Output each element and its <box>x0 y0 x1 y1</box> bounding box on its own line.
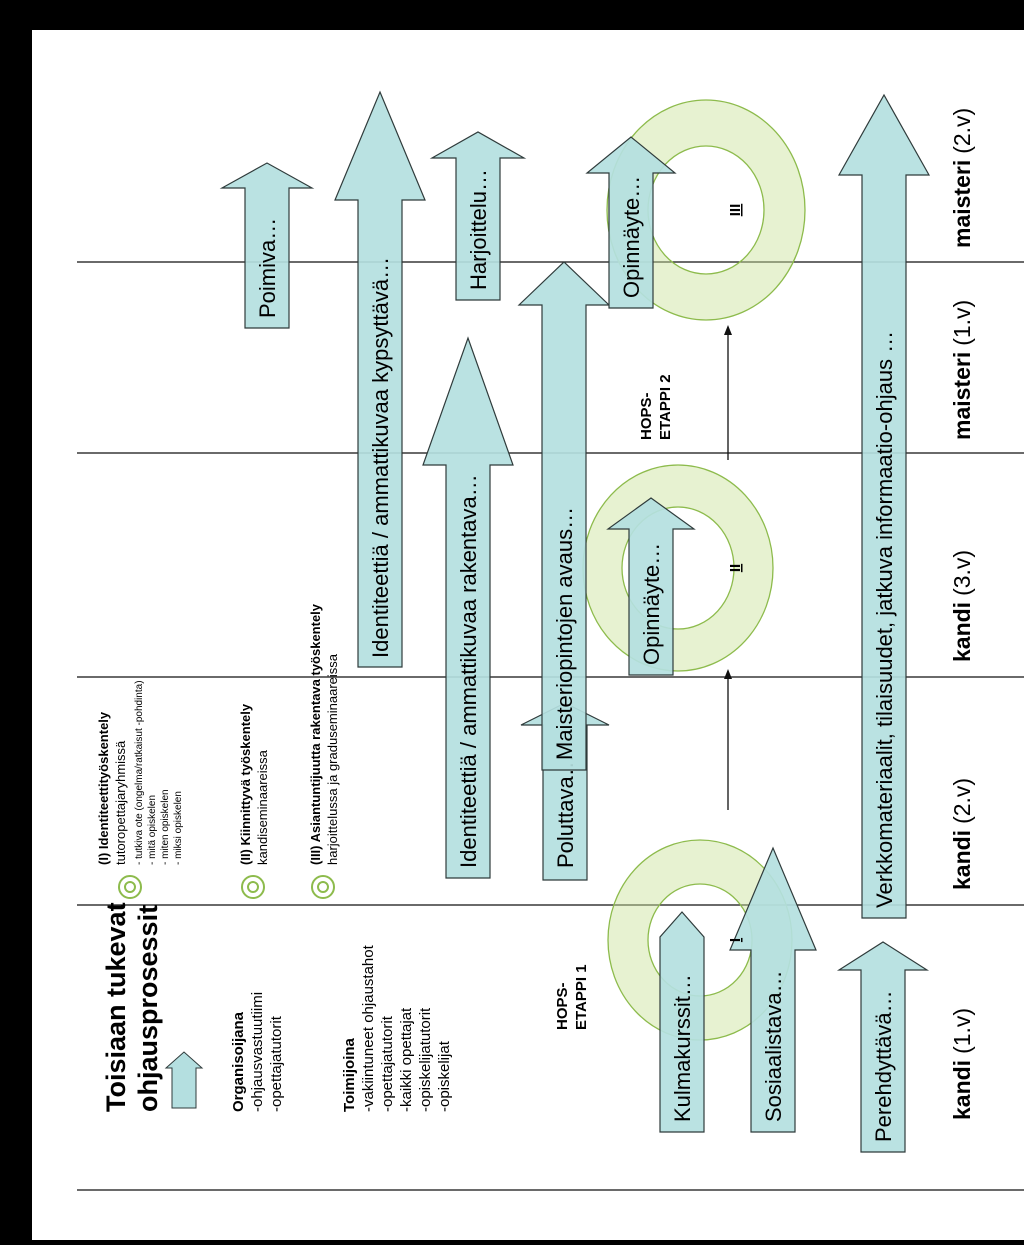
work-type-title-1: (I) Identiteettityöskentely <box>96 711 111 865</box>
process-arrow: Perehdyttävä… <box>836 941 930 1153</box>
legend-arrow-icon <box>164 1051 204 1109</box>
phase-label-2-name: kandi <box>949 830 975 890</box>
work-type-line: kandiseminaareissa <box>255 749 270 865</box>
process-arrow: Verkkomateriaalit, tilaisuudet, jatkuva … <box>837 93 931 919</box>
process-arrow: Opinnäyte… <box>606 497 696 676</box>
process-arrow-label: Poimiva… <box>255 218 280 318</box>
connector-arrowhead <box>724 669 732 679</box>
process-arrow-shape <box>585 136 677 309</box>
process-arrow: Identiteettiä / ammattikuvaa kypsyttävä… <box>334 90 426 668</box>
process-arrow-shape <box>836 941 930 1153</box>
phase-label-2: kandi (2.v) <box>949 778 975 890</box>
process-arrow-label: Opinnäyte… <box>619 176 644 298</box>
process-arrow-shape <box>334 90 426 668</box>
hops-label-1-line1: HOPS- <box>554 982 571 1030</box>
rotated-diagram: Kulmakurssit… Sosiaalistava… Perehdyttävä…… <box>77 90 1024 1191</box>
process-arrow-shape <box>517 261 611 771</box>
phase-label-4: maisteri (1.v) <box>949 300 975 440</box>
work-type-title-3: (III) Asiantuntijuutta rakentava työsken… <box>308 603 323 865</box>
ring-label-3: III <box>727 204 744 217</box>
work-type-line: - tutkiva ote (ongelma/ratkaisut -pohdin… <box>134 680 145 865</box>
process-arrow: Kulmakurssit… <box>659 911 705 1133</box>
actors-item: -vakiintuneet ohjaustahot <box>360 944 377 1112</box>
work-type-title-2: (II) Kiinnittyvä työskentely <box>238 703 253 865</box>
hops-labels: HOPS- ETAPPI 1 HOPS- ETAPPI 2 <box>554 374 674 1030</box>
phase-label-5: maisteri (2.v) <box>949 108 975 248</box>
phase-label-4-name: maisteri <box>949 352 975 440</box>
legend: Toisiaan tukevat ohjausprosessit Organis… <box>101 902 453 1112</box>
hops-label-2-line2: ETAPPI 2 <box>657 374 674 440</box>
process-arrow-shape <box>606 497 696 676</box>
phase-labels: kandi (1.v) kandi (2.v) kandi (3.v) maister… <box>949 108 975 1120</box>
phase-label-1-name: kandi <box>949 1060 975 1120</box>
actors-item: -kaikki opettajat <box>398 1007 415 1112</box>
actors-heading: Toimijoina <box>341 1037 358 1112</box>
hops-label-1-line2: ETAPPI 1 <box>573 964 590 1030</box>
process-arrow-label: Kulmakurssit… <box>670 974 695 1122</box>
process-arrow-label: Sosiaalistava… <box>761 970 786 1122</box>
process-arrow-shape <box>837 93 931 919</box>
ring-label-1: I <box>727 938 744 942</box>
connector-arrows <box>724 325 732 810</box>
phase-label-3: kandi (3.v) <box>949 550 975 662</box>
hops-label-2-line1: HOPS- <box>638 392 655 440</box>
connector-arrowhead <box>724 325 732 335</box>
process-arrow-shape <box>429 131 527 301</box>
process-arrow-label: Verkkomateriaalit, tilaisuudet, jatkuva … <box>872 331 897 908</box>
legend-title-line2: ohjausprosessit <box>133 905 163 1112</box>
process-arrow: Sosiaalistava… <box>729 846 817 1133</box>
process-arrow-shape <box>729 846 817 1133</box>
process-arrows: Kulmakurssit… Sosiaalistava… Perehdyttävä…… <box>219 90 931 1153</box>
organisers-item: -ohjausvastuutiimi <box>249 992 266 1112</box>
process-arrow-label: Harjoittelu… <box>466 169 491 290</box>
legend-title-line1: Toisiaan tukevat <box>101 902 131 1112</box>
ring-label-2: II <box>727 564 744 572</box>
work-type-line: harjoittelussa ja graduseminaareissa <box>325 653 340 865</box>
work-type-ring-icon-inner <box>247 881 259 893</box>
process-arrow: Opinnäyte… <box>585 136 677 309</box>
process-arrow: Poimiva… <box>219 162 315 329</box>
work-type-legend: (I) Identiteettityöskentely tutoropettaj… <box>96 603 340 899</box>
phase-label-3-name: kandi <box>949 602 975 662</box>
diagram-panel <box>32 30 1024 1240</box>
organisers-item: -opettajatutorit <box>268 1015 285 1112</box>
process-arrow-shape <box>659 911 705 1133</box>
actors-item: -opiskelijatutorit <box>417 1007 434 1112</box>
phase-label-1: kandi (1.v) <box>949 1008 975 1120</box>
organisers-heading: Organisoijana <box>230 1011 247 1112</box>
phase-label-2-year: (2.v) <box>949 778 975 824</box>
process-arrow: Harjoittelu… <box>429 131 527 301</box>
work-type-line: tutoropettajaryhmissä <box>113 740 128 865</box>
actors-item: -opettajatutorit <box>379 1015 396 1112</box>
work-type-line: - miksi opiskelen <box>173 791 184 865</box>
process-arrow-label: Identiteettiä / ammattikuvaa kypsyttävä… <box>368 257 393 658</box>
phase-label-5-name: maisteri <box>949 160 975 248</box>
actors-item: -opiskelijat <box>436 1040 453 1112</box>
ring-labels: I II III <box>727 204 744 942</box>
phase-label-3-year: (3.v) <box>949 550 975 596</box>
process-arrow: Identiteettiä / ammattikuvaa rakentava… <box>422 336 514 879</box>
process-arrow-shape <box>422 336 514 879</box>
phase-label-5-year: (2.v) <box>949 108 975 154</box>
phase-label-1-year: (1.v) <box>949 1008 975 1054</box>
process-arrow: Maisteriopintojen avaus… <box>517 261 611 771</box>
process-arrow-label: Maisteriopintojen avaus… <box>552 507 577 760</box>
work-type-ring-icon-inner <box>124 881 136 893</box>
work-type-line: - mitä opiskelen <box>147 795 158 865</box>
process-arrow-label: Identiteettiä / ammattikuvaa rakentava… <box>456 474 481 868</box>
work-type-line: - miten opiskelen <box>160 789 171 865</box>
work-type-ring-icon-inner <box>317 881 329 893</box>
process-arrow-shape <box>219 162 315 329</box>
phase-label-4-year: (1.v) <box>949 300 975 346</box>
process-arrow-label: Poluttava… <box>553 754 578 868</box>
process-arrow-label: Opinnäyte… <box>639 543 664 665</box>
process-arrow-label: Perehdyttävä… <box>871 990 896 1142</box>
